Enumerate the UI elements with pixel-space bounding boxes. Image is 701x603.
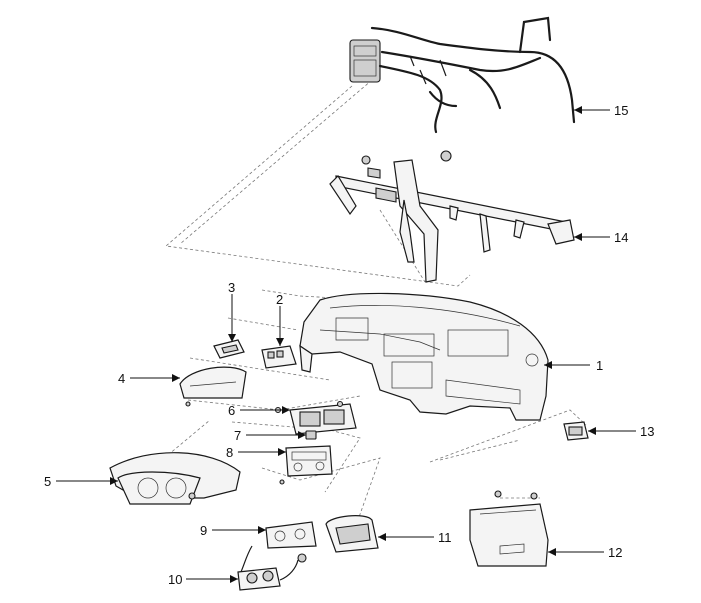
switch-assembly — [237, 545, 299, 591]
wiring-harness — [349, 16, 576, 134]
hazard-switch — [305, 430, 317, 440]
side-air-vent — [563, 421, 589, 441]
switch-panel — [261, 345, 297, 369]
assembly-guide-lines — [165, 79, 587, 521]
side-switch — [213, 339, 245, 359]
callout-7: 7 — [234, 428, 241, 443]
storage-tray — [325, 515, 379, 553]
callout-2: 2 — [276, 292, 283, 307]
callout-14: 14 — [614, 230, 628, 245]
callout-1: 1 — [596, 358, 603, 373]
callout-6: 6 — [228, 403, 235, 418]
crash-pad-main — [299, 292, 549, 421]
cluster-hood — [109, 452, 241, 505]
leader-lines — [56, 106, 636, 583]
callout-3: 3 — [228, 280, 235, 295]
callout-12: 12 — [608, 545, 622, 560]
heater-control-panel — [279, 445, 333, 485]
cluster-fascia — [179, 366, 247, 407]
callout-8: 8 — [226, 445, 233, 460]
callout-11: 11 — [438, 530, 452, 545]
glove-box — [469, 490, 549, 567]
callout-4: 4 — [118, 371, 125, 386]
callout-10: 10 — [168, 572, 182, 587]
callout-9: 9 — [200, 523, 207, 538]
lower-cover — [265, 521, 317, 563]
cowl-cross-bar — [329, 150, 575, 283]
callout-labels: 1 2 3 4 5 6 7 8 9 10 11 12 13 14 15 — [44, 103, 654, 587]
callout-5: 5 — [44, 474, 51, 489]
callout-13: 13 — [640, 424, 654, 439]
callout-15: 15 — [614, 103, 628, 118]
center-air-vent — [274, 400, 357, 435]
